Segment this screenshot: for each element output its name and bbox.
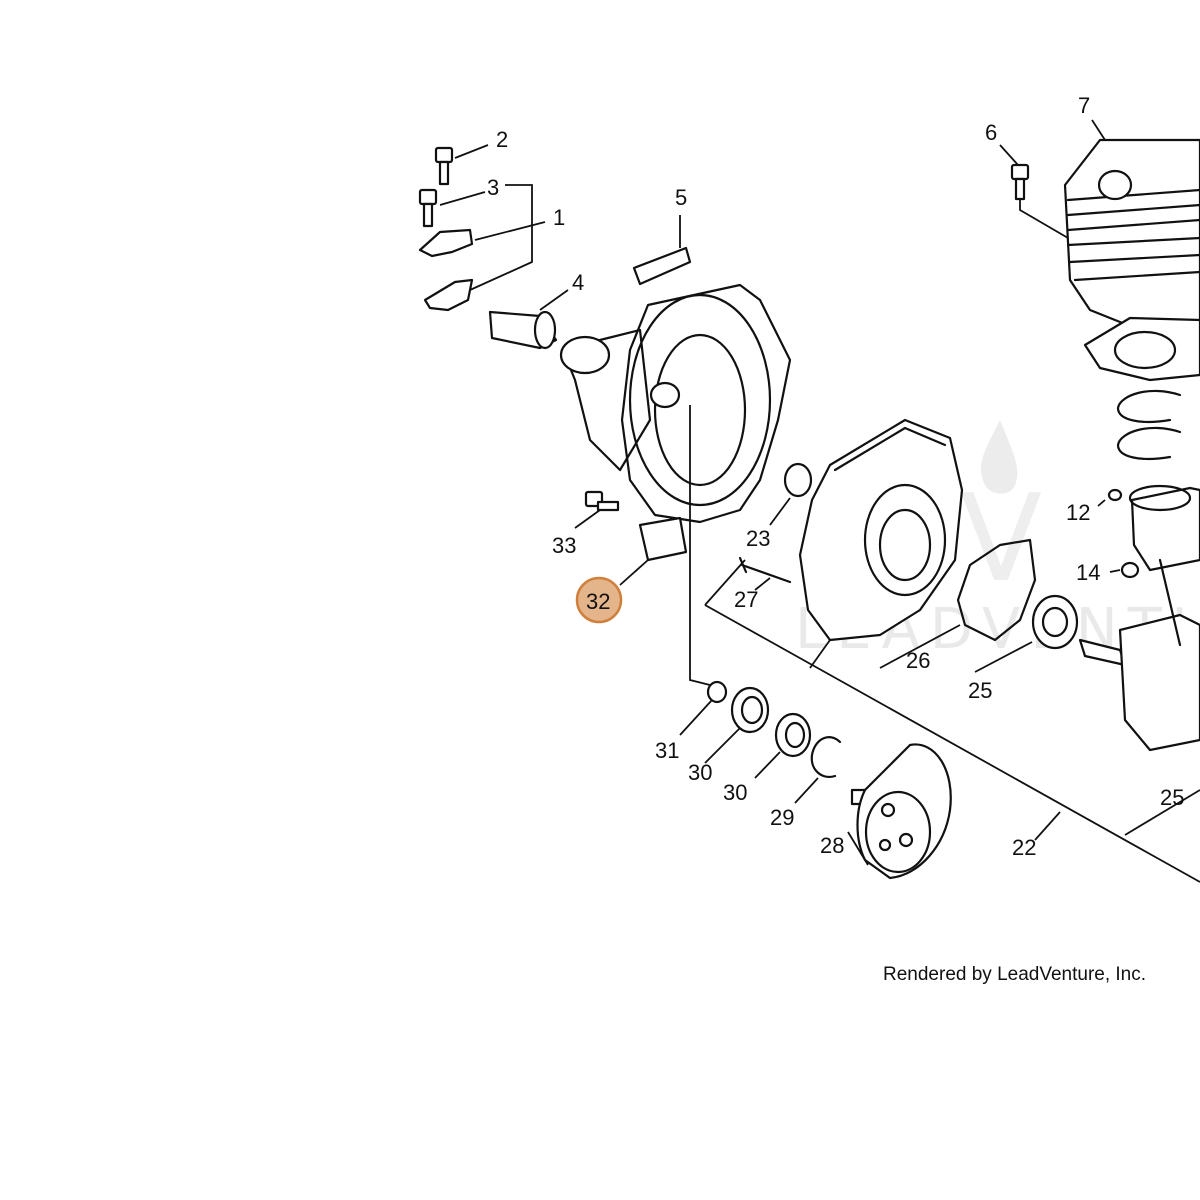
label-part-2[interactable]: 2 — [496, 127, 508, 152]
main-housing[interactable] — [559, 283, 792, 562]
part-31-clip[interactable] — [706, 680, 728, 704]
label-part-22[interactable]: 22 — [1012, 835, 1036, 860]
part-3-screw[interactable] — [418, 188, 438, 228]
label-part-26[interactable]: 26 — [906, 648, 930, 673]
part-33-screw[interactable] — [584, 490, 620, 512]
watermark-flame-icon — [980, 420, 1018, 494]
label-part-7[interactable]: 7 — [1078, 93, 1090, 118]
label-part-27[interactable]: 27 — [734, 587, 758, 612]
part-14-washer[interactable] — [1120, 561, 1140, 579]
part-29-circlip[interactable] — [810, 736, 842, 778]
label-part-30b[interactable]: 30 — [723, 780, 747, 805]
label-part-23[interactable]: 23 — [746, 526, 770, 551]
label-part-12[interactable]: 12 — [1066, 500, 1090, 525]
label-part-14[interactable]: 14 — [1076, 560, 1100, 585]
label-part-25b[interactable]: 25 — [1160, 785, 1184, 810]
part-30-bearing-a[interactable] — [730, 686, 770, 734]
label-part-28[interactable]: 28 — [820, 833, 844, 858]
part-30-bearing-b[interactable] — [774, 712, 812, 758]
part-27-bolt[interactable] — [738, 556, 792, 584]
label-part-30a[interactable]: 30 — [688, 760, 712, 785]
part-26-gasket[interactable] — [956, 538, 1037, 642]
label-part-31[interactable]: 31 — [655, 738, 679, 763]
piston-ring-lower[interactable] — [1116, 426, 1182, 460]
part-7-cylinder[interactable] — [1063, 138, 1200, 332]
part-labels: 1 2 3 4 5 6 7 12 14 22 23 25 25 26 27 28… — [487, 93, 1184, 860]
part-4-sleeve[interactable] — [488, 310, 558, 350]
part-1-bracket-upper[interactable] — [418, 228, 474, 258]
piston-ring-upper[interactable] — [1116, 389, 1182, 423]
part-5-gasket[interactable] — [632, 246, 692, 286]
label-part-25a[interactable]: 25 — [968, 678, 992, 703]
label-part-4[interactable]: 4 — [572, 270, 584, 295]
leader-lines — [439, 119, 1200, 866]
label-part-6[interactable]: 6 — [985, 120, 997, 145]
credit-text: Rendered by LeadVenture, Inc. — [883, 964, 1146, 985]
part-1-bracket-lower[interactable] — [423, 278, 474, 312]
label-part-33[interactable]: 33 — [552, 533, 576, 558]
crankcase[interactable] — [798, 418, 964, 642]
part-2-screw[interactable] — [434, 146, 454, 186]
part-23-seal[interactable] — [783, 462, 813, 498]
part-12-piston[interactable] — [1107, 484, 1200, 572]
part-28-clutch-drum[interactable] — [850, 743, 952, 880]
label-part-32[interactable]: 32 — [586, 589, 610, 614]
label-part-29[interactable]: 29 — [770, 805, 794, 830]
cylinder-gasket[interactable] — [1083, 316, 1200, 382]
label-part-1[interactable]: 1 — [553, 205, 565, 230]
part-25-bearing[interactable] — [1031, 594, 1079, 650]
label-part-3[interactable]: 3 — [487, 175, 499, 200]
part-6-screw[interactable] — [1010, 163, 1030, 201]
crankshaft[interactable] — [1078, 558, 1200, 752]
reference-lines — [689, 405, 1200, 883]
cylinder-gasket-bore — [1113, 330, 1177, 370]
highlight-circle[interactable] — [575, 576, 623, 624]
label-part-5[interactable]: 5 — [675, 185, 687, 210]
